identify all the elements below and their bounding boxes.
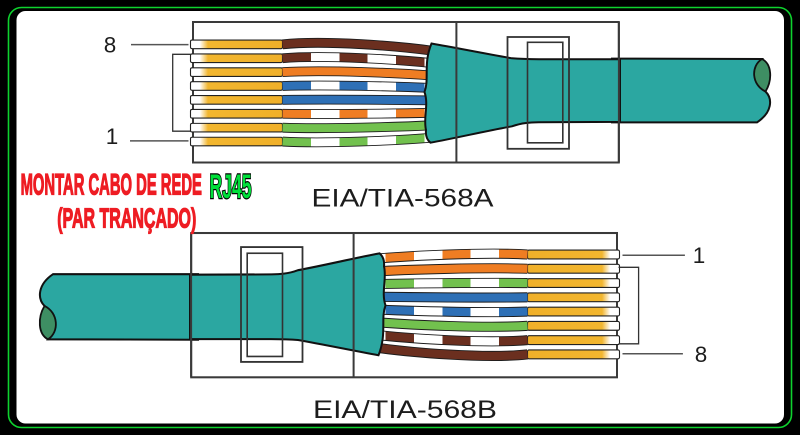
svg-text:EIA/TIA-568B: EIA/TIA-568B [313,396,497,424]
svg-text:1: 1 [693,243,706,268]
svg-text:8: 8 [695,342,708,367]
svg-text:8: 8 [104,33,117,58]
svg-text:MONTAR CABO DE REDE: MONTAR CABO DE REDE [21,169,202,202]
svg-text:1: 1 [106,124,119,149]
svg-text:RJ45: RJ45 [210,168,252,206]
svg-text:(PAR TRANÇADO): (PAR TRANÇADO) [57,202,196,233]
svg-text:EIA/TIA-568A: EIA/TIA-568A [312,185,494,213]
